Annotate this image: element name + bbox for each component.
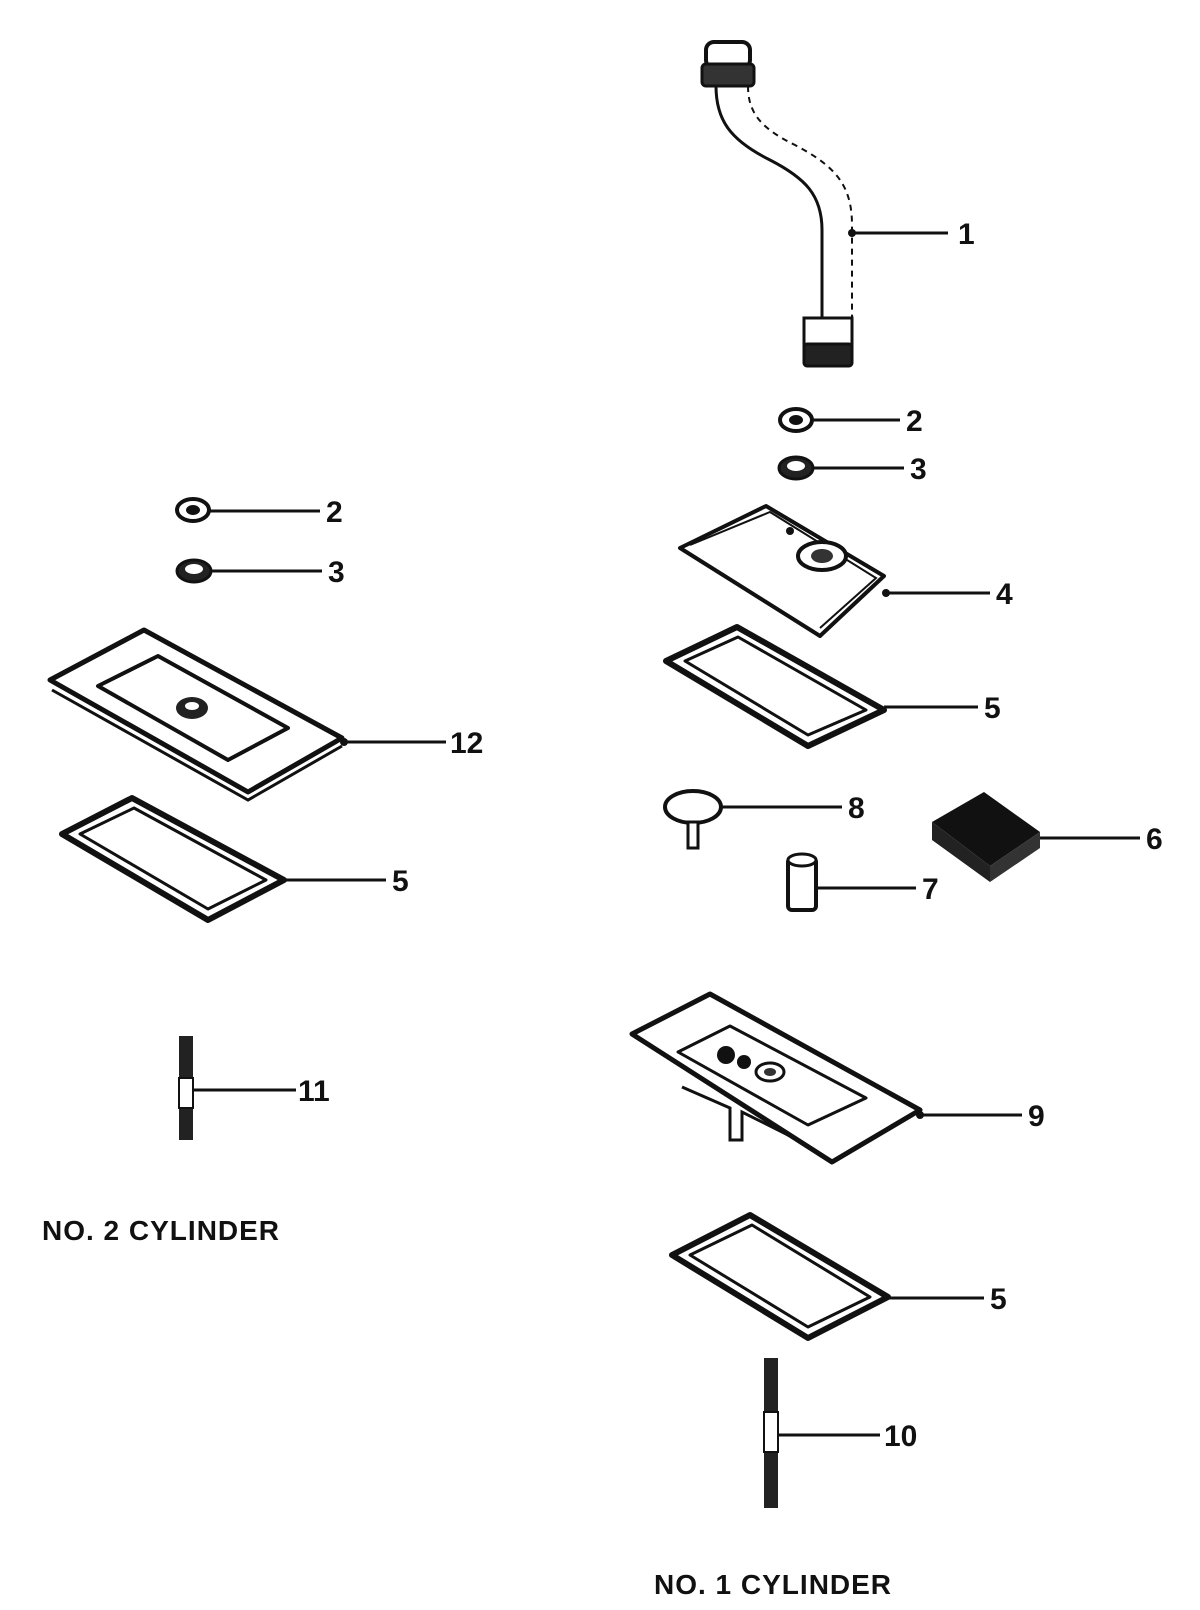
callout-number: 3 <box>910 453 927 486</box>
part-6-filter <box>932 792 1040 882</box>
part-3-washer-left <box>175 558 213 584</box>
callout-number: 11 <box>298 1075 330 1108</box>
callout-number: 2 <box>906 405 923 438</box>
callout-5-right-upper: 5 <box>884 692 1001 725</box>
cylinder-2-label: NO. 2 CYLINDER <box>42 1215 280 1246</box>
callout-number: 7 <box>922 873 939 906</box>
callout-number: 6 <box>1146 823 1163 856</box>
part-7-spacer <box>786 852 818 912</box>
part-2-nut <box>778 407 814 433</box>
callout-9: 9 <box>916 1100 1045 1133</box>
callout-number: 8 <box>848 792 865 825</box>
callout-number: 9 <box>1028 1100 1045 1133</box>
callout-2-left: 2 <box>209 496 343 529</box>
part-10-stud <box>763 1358 779 1508</box>
part-9-base-plate <box>629 991 923 1165</box>
callout-8: 8 <box>720 792 865 825</box>
callout-number: 1 <box>958 218 975 251</box>
callout-10: 10 <box>778 1420 917 1453</box>
callout-7: 7 <box>816 873 939 906</box>
callout-number: 5 <box>984 692 1001 725</box>
part-4-cover <box>678 504 886 638</box>
callout-4: 4 <box>882 578 1013 611</box>
part-5-gasket-upper <box>663 624 887 749</box>
part-5-gasket-left <box>59 795 287 923</box>
callout-6: 6 <box>1040 823 1163 856</box>
callout-number: 2 <box>326 496 343 529</box>
part-2-nut-left <box>175 497 211 523</box>
part-11-stud <box>178 1036 194 1140</box>
part-1-filler-tube <box>700 40 854 368</box>
callout-3-left: 3 <box>211 556 345 589</box>
callout-11: 11 <box>193 1075 330 1108</box>
callout-number: 10 <box>884 1420 917 1453</box>
callout-1: 1 <box>848 218 975 251</box>
callout-number: 3 <box>328 556 345 589</box>
callout-5-right-lower: 5 <box>888 1283 1007 1316</box>
part-12-cover-plate <box>47 627 345 802</box>
callout-12: 12 <box>340 727 483 760</box>
callout-number: 12 <box>450 727 483 760</box>
callout-5-left: 5 <box>284 865 409 898</box>
cylinder-1-label: NO. 1 CYLINDER <box>654 1569 892 1600</box>
part-5-gasket-lower <box>669 1212 891 1341</box>
callout-number: 5 <box>392 865 409 898</box>
callout-2-right: 2 <box>812 405 923 438</box>
callout-number: 4 <box>996 578 1013 611</box>
callout-number: 5 <box>990 1283 1007 1316</box>
callout-3-right: 3 <box>813 453 927 486</box>
part-8-knob <box>663 789 723 850</box>
part-3-washer <box>777 455 815 481</box>
